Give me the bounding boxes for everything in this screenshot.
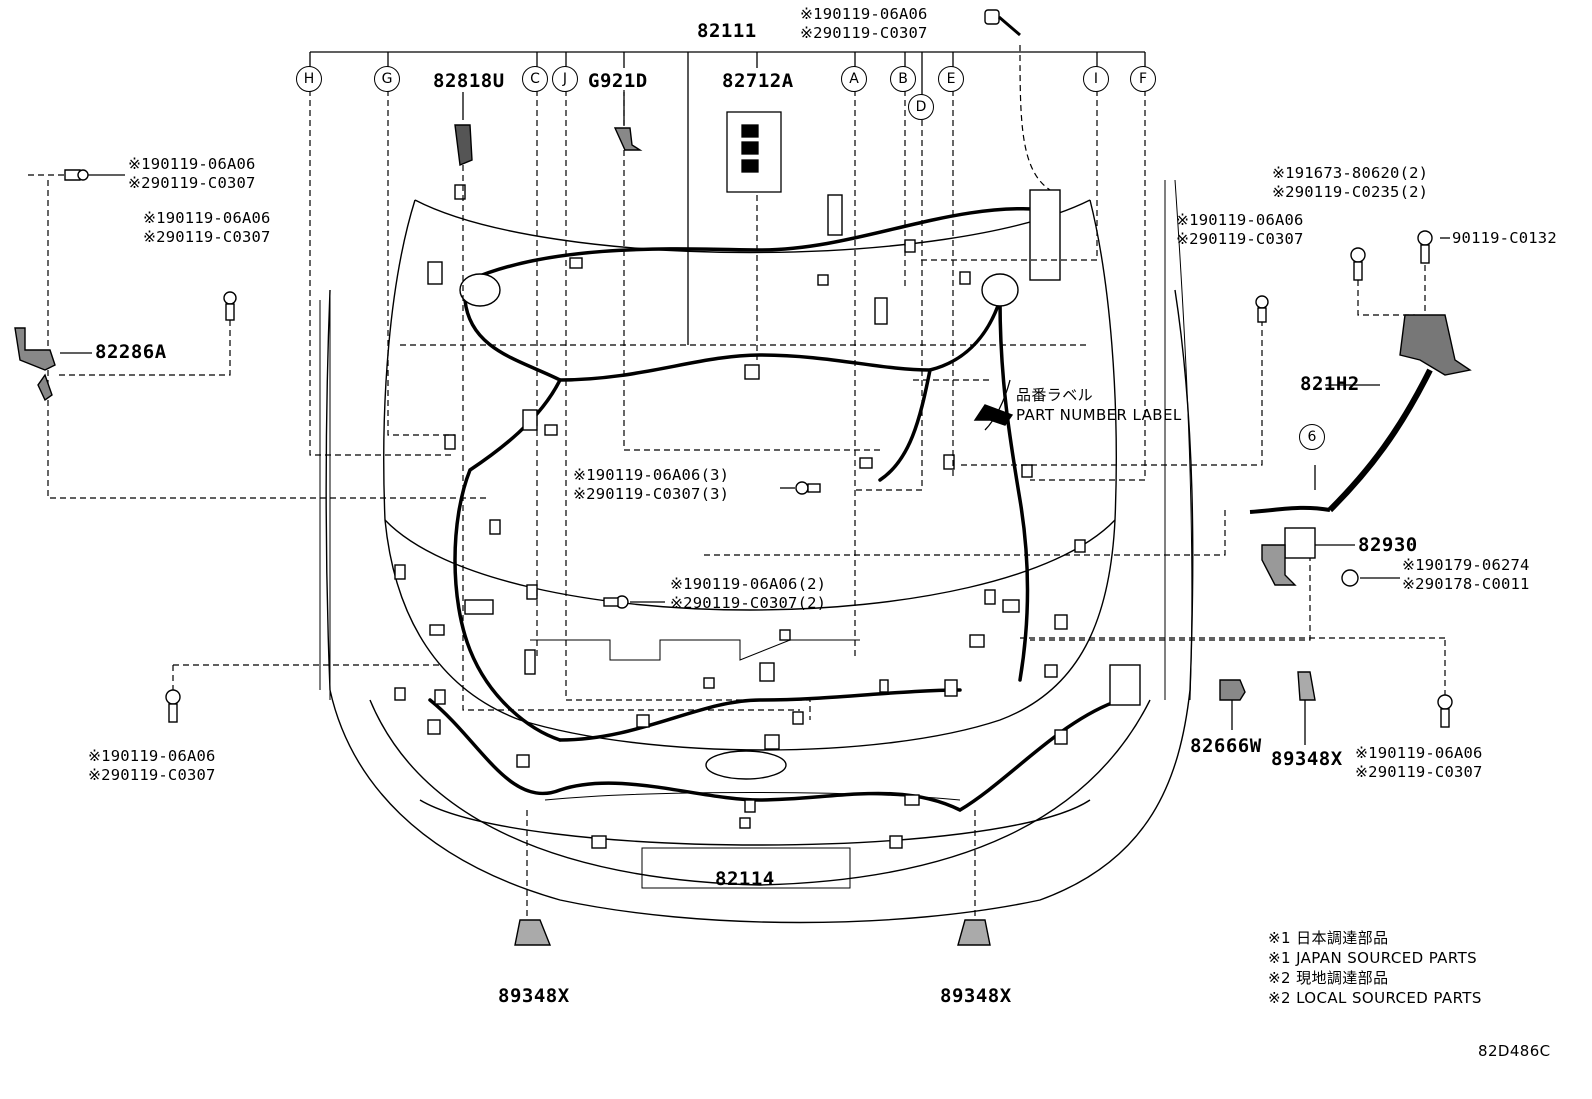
clip-89348X-bottom-left-icon — [514, 919, 552, 946]
part-82818U-label: 82818U — [433, 70, 505, 92]
emblem — [705, 750, 787, 780]
bracket-82286A-icon — [14, 327, 56, 371]
bolt-82930-spec-1: ※190179-06274 — [1402, 556, 1530, 574]
part-82666W-label: 82666W — [1190, 735, 1262, 757]
bolt-left-low-spec-2: ※290119-C0307 — [88, 766, 216, 784]
callout-D: D — [908, 94, 934, 120]
part-82666W-icon — [1219, 679, 1246, 701]
part-89348X-right-label: 89348X — [1271, 748, 1343, 770]
clip-89348X-bottom-right-icon — [957, 919, 991, 946]
callout-E: E — [938, 66, 964, 92]
legend-line-1: ※1 日本調達部品 — [1268, 929, 1389, 947]
callout-I: I — [1083, 66, 1109, 92]
callout-A: A — [841, 66, 867, 92]
callout-6: 6 — [1299, 424, 1325, 450]
part-89348X-bottom-left-label: 89348X — [498, 985, 570, 1007]
part-89348X-bottom-right-label: 89348X — [940, 985, 1012, 1007]
part-82712A-label: 82712A — [722, 70, 794, 92]
part-82930-label: 82930 — [1358, 534, 1418, 556]
callout-H: H — [296, 66, 322, 92]
part-82286A-label: 82286A — [95, 341, 167, 363]
bolt-top-center-spec-2: ※290119-C0307 — [800, 24, 928, 42]
bolt-right-upper-a-spec-2: ※290119-C0235(2) — [1272, 183, 1429, 201]
harness-front-82114 — [428, 698, 1122, 812]
bolt-right-low-spec-1: ※190119-06A06 — [1355, 744, 1483, 762]
bumper-outline — [369, 699, 1151, 886]
callout-F: F — [1130, 66, 1156, 92]
part-82114-label: 82114 — [715, 868, 775, 890]
bolt-right-low-spec-2: ※290119-C0307 — [1355, 763, 1483, 781]
part-82818U-icon — [454, 124, 473, 167]
cowl-line — [414, 199, 1091, 254]
bolt-top-left-spec-2: ※290119-C0307 — [128, 174, 256, 192]
bolt-center-3-spec-1: ※190119-06A06(3) — [573, 466, 730, 484]
bolt-center-2-spec-1: ※190119-06A06(2) — [670, 575, 827, 593]
bolt-right-upper-b-icon — [1417, 230, 1433, 264]
legend-line-4: ※2 LOCAL SOURCED PARTS — [1268, 989, 1482, 1007]
bolt-right-mid-spec-1: ※190119-06A06 — [1176, 211, 1304, 229]
bolt-right-upper-b-spec: 90119-C0132 — [1452, 229, 1557, 247]
bolt-left-mid-spec-1: ※190119-06A06 — [143, 209, 271, 227]
bumper-lower — [419, 799, 1091, 846]
part-82111-label: 82111 — [697, 20, 757, 42]
license-plate-area — [641, 847, 851, 889]
part-number-label-jp: 品番ラベル — [1016, 386, 1094, 404]
bolt-center-3-icon — [795, 481, 821, 495]
bolt-right-upper-a-icon — [1350, 247, 1366, 281]
part-number-label-arrow — [973, 404, 1014, 426]
bolt-top-center-icon — [984, 9, 1021, 37]
bolt-82930-icon — [1341, 569, 1359, 587]
bolt-left-low-icon — [165, 689, 181, 723]
bolt-left-low-spec-1: ※190119-06A06 — [88, 747, 216, 765]
clip-G921D-icon — [613, 127, 643, 151]
part-G921D-label: G921D — [588, 70, 648, 92]
callout-J: J — [552, 66, 578, 92]
bolt-top-left-spec-1: ※190119-06A06 — [128, 155, 256, 173]
bolt-right-upper-a-spec-1: ※191673-80620(2) — [1272, 164, 1429, 182]
bolt-center-3-spec-2: ※290119-C0307(3) — [573, 485, 730, 503]
part-number-label-en: PART NUMBER LABEL — [1016, 406, 1182, 424]
callout-B: B — [890, 66, 916, 92]
harness-main-trunk — [463, 298, 1002, 382]
callout-C: C — [522, 66, 548, 92]
part-821H2-label: 821H2 — [1300, 373, 1360, 395]
clip-89348X-right-icon — [1297, 671, 1316, 701]
bolt-top-center-spec-1: ※190119-06A06 — [800, 5, 928, 23]
legend-line-2: ※1 JAPAN SOURCED PARTS — [1268, 949, 1478, 967]
bolt-left-mid-icon — [223, 291, 237, 321]
diagram-code: 82D486C — [1478, 1042, 1551, 1060]
hood-outline — [383, 199, 1117, 751]
bolt-center-2-icon — [603, 595, 629, 609]
bolt-right-low-icon — [1437, 694, 1453, 728]
bolt-right-mid-icon — [1255, 295, 1269, 323]
legend-line-3: ※2 現地調達部品 — [1268, 969, 1389, 987]
callout-G: G — [374, 66, 400, 92]
bolt-right-mid-spec-2: ※290119-C0307 — [1176, 230, 1304, 248]
part-821H2-icon — [1399, 314, 1472, 376]
part-82930-icon — [1261, 527, 1316, 586]
bolt-82930-spec-2: ※290178-C0011 — [1402, 575, 1530, 593]
bolt-left-mid-spec-2: ※290119-C0307 — [143, 228, 271, 246]
bolt-top-left-icon — [64, 169, 89, 181]
bolt-center-2-spec-2: ※290119-C0307(2) — [670, 594, 827, 612]
